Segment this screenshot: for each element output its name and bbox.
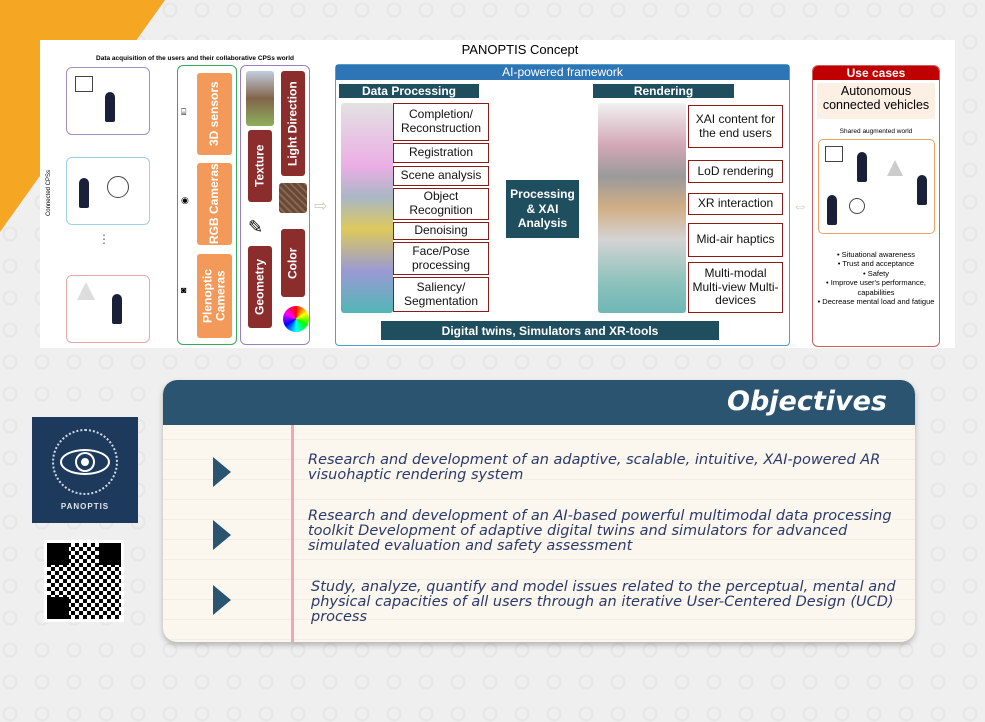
connected-cps-label: Connected CPSs <box>46 170 52 217</box>
sensor-plenoptic: Plenoptic Cameras <box>197 254 232 338</box>
sensor-icon: ⌸ <box>181 107 187 117</box>
dp-item: Saliency/ Segmentation <box>393 277 489 312</box>
render-item: XAI content for the end users <box>688 105 783 148</box>
dp-item: Scene analysis <box>393 166 489 186</box>
qr-pattern <box>47 543 121 619</box>
circuit-ring-icon <box>52 429 118 495</box>
objectives-header: Objectives <box>163 380 915 425</box>
play-arrow-icon <box>213 585 231 615</box>
objective-item: Research and development of an adaptive,… <box>308 452 881 484</box>
logo-text: PANOPTIS <box>60 502 110 511</box>
benefit-item: • Improve user's performance, capabiliti… <box>826 278 926 297</box>
dp-item: Face/Pose processing <box>393 242 489 275</box>
cube-icon <box>825 146 843 162</box>
eye-icon <box>60 449 110 475</box>
person-icon <box>827 195 837 225</box>
sphere-icon <box>849 198 865 214</box>
cps-box-2 <box>66 157 150 225</box>
use-cases-box: Use cases Autonomous connected vehicles … <box>812 65 940 347</box>
play-arrow-icon <box>213 520 231 550</box>
cps-box-3 <box>66 275 150 343</box>
render-item: XR interaction <box>688 193 783 215</box>
dp-item: Denoising <box>393 222 489 240</box>
attr-texture: Texture <box>248 130 272 202</box>
render-item: Mid-air haptics <box>688 223 783 257</box>
ai-framework-box: AI-powered framework Data Processing Com… <box>335 64 790 346</box>
camera-icon: ◙ <box>181 285 187 295</box>
rendering-examples-image <box>598 103 686 313</box>
attr-light-direction: Light Direction <box>281 71 305 176</box>
sphere-icon <box>107 176 129 198</box>
render-item: Multi-modal Multi-view Multi-devices <box>688 262 783 313</box>
double-arrow-icon: ⇔ <box>792 198 808 215</box>
dp-item: Completion/ Reconstruction <box>393 103 489 141</box>
person-icon <box>79 178 89 208</box>
sensor-3d: 3D sensors <box>197 73 232 155</box>
cone-icon <box>887 160 903 176</box>
objective-item: Research and development of an AI-based … <box>308 508 892 555</box>
person-icon <box>917 175 927 205</box>
objectives-title: Objectives <box>727 386 887 417</box>
panoptis-logo: PANOPTIS <box>32 417 138 523</box>
color-wheel-icon <box>283 306 309 332</box>
material-samples-image <box>246 71 274 126</box>
dp-item: Registration <box>393 143 489 163</box>
cone-icon <box>77 282 95 300</box>
benefit-item: • Trust and acceptance <box>837 259 915 269</box>
benefit-item: • Safety <box>863 268 889 278</box>
use-cases-header: Use cases <box>813 66 939 80</box>
ellipsis-icon: ⋮ <box>98 232 110 246</box>
shared-world-box <box>818 139 935 234</box>
person-icon <box>857 152 867 182</box>
shared-world-label: Shared augmented world <box>839 128 913 135</box>
notebook-margin-line <box>291 425 294 642</box>
person-icon <box>112 294 122 324</box>
attr-geometry: Geometry <box>248 246 272 328</box>
attributes-box: Texture Light Direction ✎ Geometry Color <box>240 65 310 345</box>
cps-box-1 <box>66 67 150 135</box>
sensors-box: ⌸ ◉ ◙ 3D sensors RGB Cameras Plenoptic C… <box>177 65 237 345</box>
processing-examples-image <box>341 103 393 313</box>
framework-title: AI-powered framework <box>336 65 789 80</box>
objective-item: Study, analyze, quantify and model issue… <box>311 579 896 626</box>
acquisition-title: Data acquisition of the users and their … <box>96 55 294 62</box>
webcam-icon: ◉ <box>181 195 189 205</box>
diagram-title: PANOPTIS Concept <box>461 42 579 57</box>
arrow-right-icon: ⇨ <box>314 198 328 215</box>
sensor-rgb: RGB Cameras <box>197 163 232 245</box>
data-processing-header: Data Processing <box>339 84 479 98</box>
benefit-item: • Decrease mental load and fatigue <box>817 296 935 306</box>
dp-item: Object Recognition <box>393 188 489 220</box>
texture-image <box>279 183 307 213</box>
use-case-benefits: • Situational awareness • Trust and acce… <box>815 250 937 306</box>
render-item: LoD rendering <box>688 160 783 183</box>
pupil-icon <box>77 454 93 470</box>
benefit-item: • Situational awareness <box>836 250 916 259</box>
objectives-card: Objectives Research and development of a… <box>163 380 915 642</box>
cube-icon <box>75 76 93 92</box>
rendering-header: Rendering <box>593 84 734 98</box>
play-arrow-icon <box>213 457 231 487</box>
qr-code[interactable] <box>44 540 124 622</box>
ruler-tools-icon: ✎ <box>248 217 264 237</box>
processing-xai-box: Processing & XAI Analysis <box>506 180 579 238</box>
person-icon <box>105 92 115 122</box>
attr-color: Color <box>281 229 305 297</box>
panoptis-concept-diagram: PANOPTIS Concept Data acquisition of the… <box>40 40 955 348</box>
digital-twins-bar: Digital twins, Simulators and XR-tools <box>381 321 719 340</box>
use-case-title: Autonomous connected vehicles <box>817 83 935 119</box>
